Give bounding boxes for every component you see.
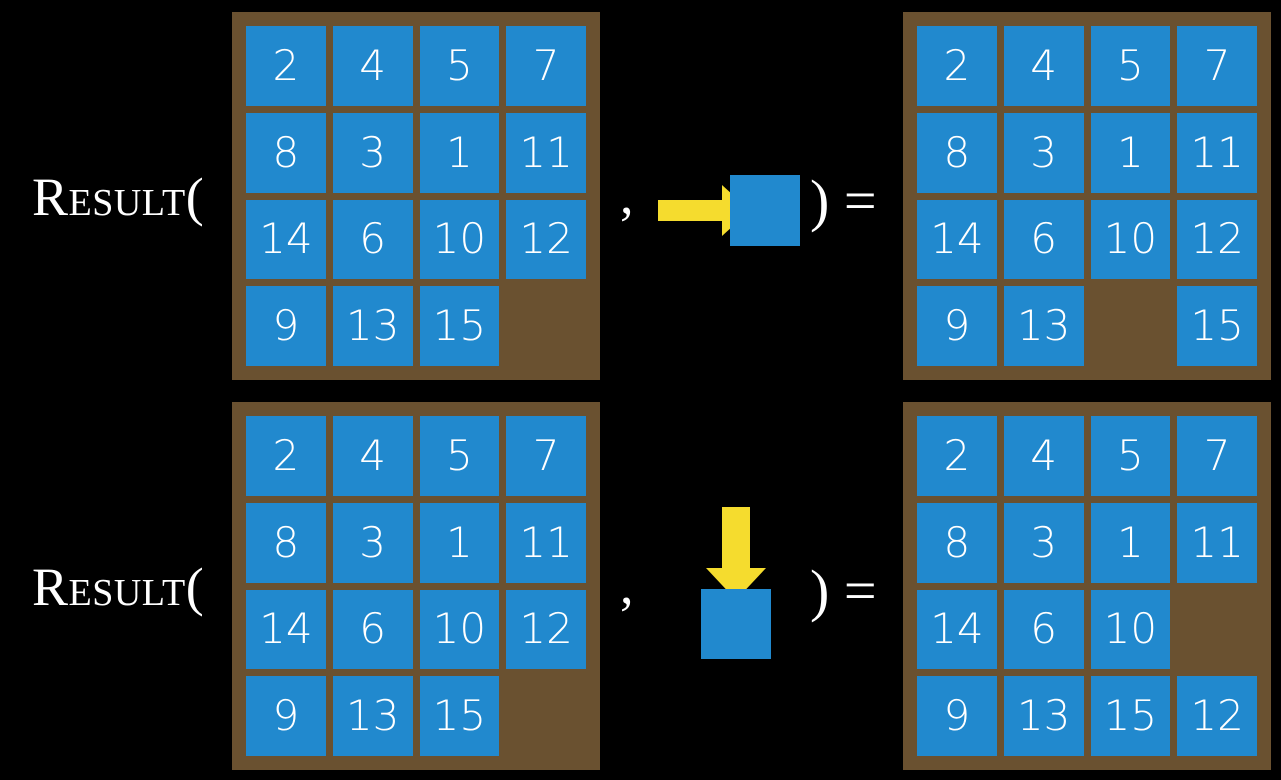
- puzzle-tile[interactable]: 3: [332, 502, 413, 583]
- puzzle-tile[interactable]: 5: [419, 26, 500, 106]
- puzzle-tile[interactable]: 1: [419, 112, 500, 193]
- puzzle-tile[interactable]: 10: [419, 589, 500, 670]
- puzzle-tile[interactable]: 6: [1003, 199, 1084, 280]
- puzzle-tile[interactable]: 1: [419, 502, 500, 583]
- puzzle-tile[interactable]: 11: [506, 502, 586, 583]
- move-right-action-row-1[interactable]: [650, 165, 810, 265]
- argument-separator-comma-row-1: ,: [620, 165, 634, 225]
- puzzle-tile[interactable]: 11: [1177, 112, 1257, 193]
- puzzle-tile[interactable]: 15: [1090, 676, 1171, 756]
- puzzle-tile-blank: [506, 286, 586, 366]
- puzzle-tile[interactable]: 4: [332, 26, 413, 106]
- puzzle-tile-blank: [1091, 286, 1171, 366]
- arrow-right-icon: [658, 185, 750, 236]
- puzzle-tile-blank: [1177, 590, 1257, 670]
- puzzle-tile[interactable]: 8: [917, 502, 997, 583]
- puzzle-tile[interactable]: 5: [419, 416, 500, 496]
- arrow-down-icon: [706, 507, 766, 600]
- puzzle-tile[interactable]: 12: [506, 199, 586, 280]
- puzzle-tile[interactable]: 4: [1003, 416, 1084, 496]
- puzzle-tile[interactable]: 4: [332, 416, 413, 496]
- puzzle-tile[interactable]: 14: [917, 589, 997, 670]
- close-paren-equals-row-2: ) =: [810, 558, 877, 623]
- puzzle-tile[interactable]: 13: [1003, 286, 1084, 366]
- puzzle-tile[interactable]: 14: [917, 199, 997, 280]
- puzzle-tile[interactable]: 13: [332, 286, 413, 366]
- puzzle-tile[interactable]: 2: [246, 416, 326, 496]
- puzzle-tile[interactable]: 3: [332, 112, 413, 193]
- puzzle-tile[interactable]: 3: [1003, 502, 1084, 583]
- puzzle-tile[interactable]: 11: [1177, 502, 1257, 583]
- result-function-label-row-1: Result(: [32, 167, 205, 227]
- puzzle-tile[interactable]: 10: [1090, 589, 1171, 670]
- puzzle-tile[interactable]: 11: [506, 112, 586, 193]
- puzzle-tile[interactable]: 14: [246, 589, 326, 670]
- puzzle-tile[interactable]: 7: [1177, 416, 1257, 496]
- puzzle-tile[interactable]: 3: [1003, 112, 1084, 193]
- result-function-label-row-2: Result(: [32, 557, 205, 617]
- puzzle-tile[interactable]: 12: [1177, 199, 1257, 280]
- blank-tile-marker-row-1: [730, 175, 800, 246]
- puzzle-tile-blank: [506, 676, 586, 756]
- puzzle-tile[interactable]: 2: [246, 26, 326, 106]
- puzzle-tile[interactable]: 15: [1177, 286, 1257, 366]
- puzzle-tile[interactable]: 15: [419, 676, 500, 756]
- move-down-action-row-2[interactable]: [640, 500, 820, 670]
- puzzle-tile[interactable]: 6: [1003, 589, 1084, 670]
- puzzle-tile[interactable]: 12: [506, 589, 586, 670]
- puzzle-tile[interactable]: 8: [246, 112, 326, 193]
- puzzle-tile[interactable]: 8: [246, 502, 326, 583]
- puzzle-tile[interactable]: 6: [332, 199, 413, 280]
- puzzle-tile[interactable]: 4: [1003, 26, 1084, 106]
- argument-separator-comma-row-2: ,: [620, 555, 634, 615]
- blank-tile-marker-row-2: [701, 589, 771, 659]
- puzzle-tile[interactable]: 9: [246, 286, 326, 366]
- puzzle-tile[interactable]: 15: [419, 286, 500, 366]
- puzzle-tile[interactable]: 8: [917, 112, 997, 193]
- puzzle-tile[interactable]: 5: [1090, 416, 1171, 496]
- puzzle-tile[interactable]: 10: [419, 199, 500, 280]
- puzzle-tile[interactable]: 14: [246, 199, 326, 280]
- puzzle-tile[interactable]: 9: [917, 676, 997, 756]
- puzzle-tile[interactable]: 9: [246, 676, 326, 756]
- puzzle-tile[interactable]: 2: [917, 26, 997, 106]
- puzzle-tile[interactable]: 13: [1003, 676, 1084, 756]
- puzzle-tile[interactable]: 13: [332, 676, 413, 756]
- puzzle-tile[interactable]: 12: [1177, 676, 1257, 756]
- puzzle-tile[interactable]: 7: [1177, 26, 1257, 106]
- puzzle-tile[interactable]: 2: [917, 416, 997, 496]
- puzzle-tile[interactable]: 10: [1090, 199, 1171, 280]
- puzzle-tile[interactable]: 1: [1090, 112, 1171, 193]
- puzzle-tile[interactable]: 7: [506, 26, 586, 106]
- puzzle-tile[interactable]: 1: [1090, 502, 1171, 583]
- puzzle-tile[interactable]: 7: [506, 416, 586, 496]
- close-paren-equals-row-1: ) =: [810, 168, 877, 233]
- puzzle-tile[interactable]: 9: [917, 286, 997, 366]
- puzzle-tile[interactable]: 6: [332, 589, 413, 670]
- puzzle-tile[interactable]: 5: [1090, 26, 1171, 106]
